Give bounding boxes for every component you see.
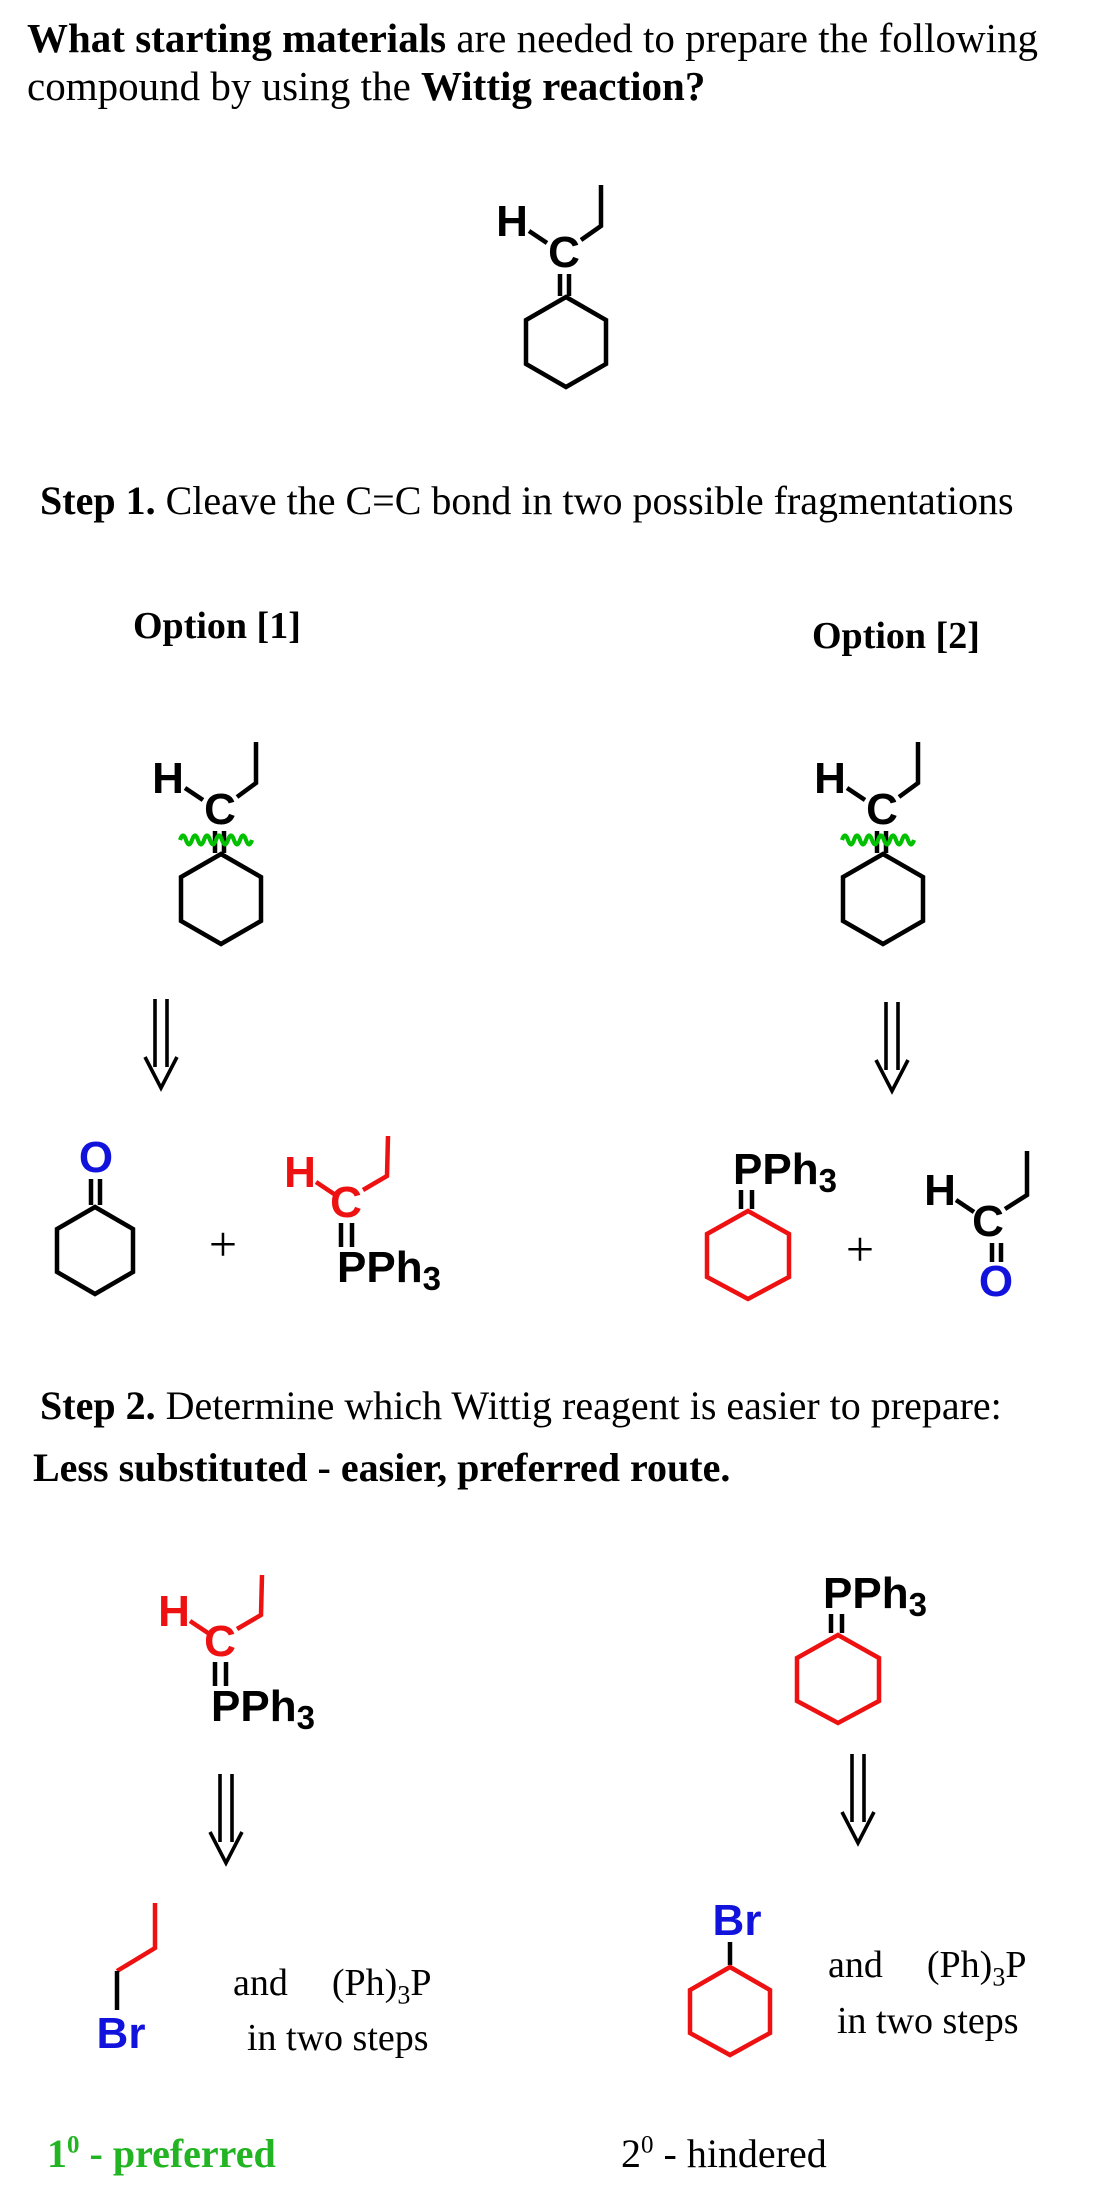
atom-H: H [924, 1166, 956, 1215]
bond-h-c [954, 1198, 976, 1214]
structure-1-bromopropane: Br [97, 1903, 158, 2058]
question-line2: compound by using the [27, 63, 422, 109]
pph-subscript: 3 [423, 1260, 440, 1297]
and-text: and [828, 1944, 883, 1986]
pph-text: PPh [337, 1243, 423, 1292]
triphenylphosphine-formula: (Ph)3P [926, 1944, 1027, 1992]
bond-h-c [188, 1619, 210, 1635]
cyclohexane-ring-red [687, 1964, 773, 2058]
down-arrow-icon [143, 999, 179, 1092]
down-arrow-icon [874, 1002, 910, 1095]
structure-cyclohexylidene-ylide-red: PPh3 [704, 1145, 837, 1302]
and-text: and [233, 1962, 288, 2004]
atom-C: C [204, 1617, 236, 1666]
step1-text: Cleave the C=C bond in two possible frag… [155, 478, 1014, 523]
atom-O: O [79, 1133, 113, 1182]
bond-ethyl [579, 185, 604, 242]
bond-h-c [845, 786, 867, 802]
pph-text: PPh [733, 1145, 819, 1194]
structure-cyclohexanone: O [54, 1133, 136, 1297]
bond-ethyl [1003, 1151, 1030, 1211]
option1-label: Option [1] [133, 605, 301, 647]
cleave-wavy-line [840, 833, 916, 847]
plus-sign: + [845, 1221, 875, 1277]
atom-Br: Br [97, 2009, 146, 2058]
pph-subscript: 3 [909, 1586, 927, 1623]
arrow-head [874, 1059, 910, 1095]
cyclohexane-ring [178, 851, 264, 947]
pph-subscript: 3 [297, 1699, 314, 1736]
triphenylphosphine-formula: (Ph)3P [331, 1962, 432, 2010]
label-pph3: PPh3 [337, 1243, 440, 1297]
atom-C: C [866, 785, 898, 834]
atom-O: O [979, 1257, 1013, 1306]
step2-label: Step 2. [40, 1383, 156, 1428]
reagent-line-left: and (Ph)3P [233, 1961, 431, 2011]
verdict-preferred: 10 - preferred [47, 2131, 276, 2176]
two-steps-right: in two steps [837, 2000, 1019, 2042]
cyclohexane-ring-red [704, 1208, 792, 1302]
structure-propylidene-ylide-red: H C PPh3 [158, 1574, 314, 1736]
down-arrow-icon [208, 1774, 244, 1867]
atom-H: H [496, 197, 528, 246]
pph-text: PPh [823, 1569, 909, 1618]
option2-label: Option [2] [812, 615, 980, 657]
bond-h-c [183, 786, 205, 802]
structure-bromocyclohexane: Br [687, 1896, 773, 2058]
structure-propanal: H C O [924, 1151, 1030, 1306]
atom-C: C [204, 785, 236, 834]
step2-heading: Step 2. Determine which Wittig reagent i… [40, 1382, 1002, 1429]
arrow-head [840, 1811, 876, 1847]
bond-h-c [314, 1180, 336, 1196]
label-pph3: PPh3 [211, 1682, 314, 1736]
bond-ethyl [235, 742, 259, 799]
atom-Br: Br [713, 1896, 762, 1945]
plus-sign: + [208, 1216, 238, 1272]
propyl-chain-red [115, 1903, 158, 1973]
question-rest: are needed to prepare the following [446, 15, 1039, 61]
pph-subscript: 3 [819, 1162, 837, 1199]
atom-H: H [814, 754, 846, 803]
atom-C: C [548, 228, 580, 277]
bond-ethyl [361, 1135, 391, 1192]
question-bold-lead: What starting materials [27, 15, 447, 61]
bond-h-c [527, 229, 549, 245]
cyclohexane-ring [840, 851, 926, 947]
reagent-line-right: and (Ph)3P [828, 1943, 1026, 1993]
step1-label: Step 1. [40, 478, 156, 523]
structure-target-propylidenecyclohexane: H C [496, 185, 609, 390]
two-steps-left: in two steps [247, 2017, 429, 2059]
structure-cyclohexylidene-ylide-red: PPh3 [794, 1569, 927, 1726]
cyclohexane-ring [523, 294, 609, 390]
arrow-head [208, 1831, 244, 1867]
arrow-head [143, 1056, 179, 1092]
atom-H: H [152, 754, 184, 803]
bond-ethyl [235, 1574, 265, 1631]
label-pph3: PPh3 [823, 1569, 927, 1623]
question-bold-wittig: Wittig reaction? [421, 63, 706, 109]
question-title: What starting materials are needed to pr… [27, 14, 1038, 110]
down-arrow-icon [840, 1754, 876, 1847]
structure-propylidene-ylide-red: H C PPh3 [284, 1135, 440, 1297]
verdict-hindered: 20 - hindered [621, 2131, 827, 2176]
step2-rule: Less substituted - easier, preferred rou… [33, 1445, 731, 1490]
cyclohexane-ring-red [794, 1632, 882, 1726]
cleave-wavy-line [178, 833, 254, 847]
bond-ethyl [897, 742, 921, 799]
atom-H: H [284, 1148, 316, 1197]
pph-text: PPh [211, 1682, 297, 1731]
step2-text: Determine which Wittig reagent is easier… [155, 1383, 1002, 1428]
atom-H: H [158, 1587, 190, 1636]
step1-heading: Step 1. Cleave the C=C bond in two possi… [40, 477, 1014, 524]
structure-option1-cleaved: H C [152, 742, 264, 947]
cyclohexane-ring [54, 1204, 136, 1297]
atom-C: C [972, 1197, 1004, 1246]
atom-C: C [330, 1178, 362, 1227]
structure-option2-cleaved: H C [814, 742, 926, 947]
label-pph3: PPh3 [733, 1145, 837, 1199]
